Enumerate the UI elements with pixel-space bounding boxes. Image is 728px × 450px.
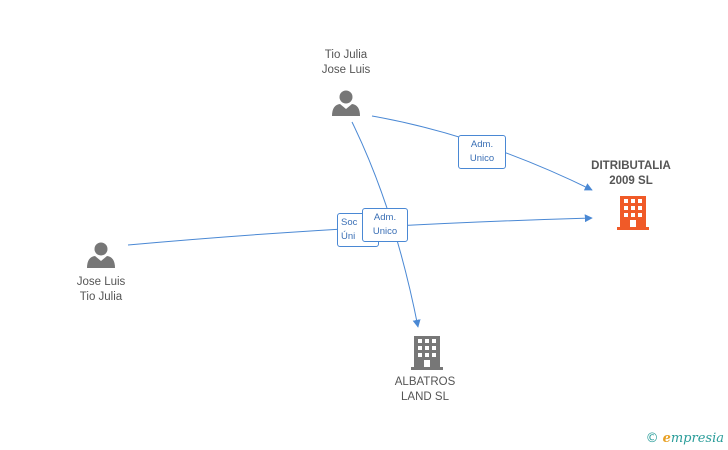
building-icon-main[interactable] xyxy=(617,196,649,230)
edge-left-line2: Unico xyxy=(372,226,398,237)
company-main-line1: DITRIBUTALIA xyxy=(591,160,671,172)
edge-top-line2: Unico xyxy=(469,153,495,164)
empresia-watermark: ©empresia xyxy=(646,431,724,446)
company-label-main[interactable]: DITRIBUTALIA 2009 SL xyxy=(576,159,686,189)
edge-top-line1: Adm. xyxy=(470,139,494,150)
person-icon-top[interactable] xyxy=(332,90,360,117)
brand-initial: e xyxy=(662,431,671,446)
company-label-bottom[interactable]: ALBATROS LAND SL xyxy=(372,375,478,405)
edge-socio-line1: Soc xyxy=(341,217,358,228)
person-left-line2: Tio Julia xyxy=(79,291,123,303)
brand-name: mpresia xyxy=(670,431,724,446)
company-bottom-line1: ALBATROS xyxy=(394,376,456,388)
edge-label-top-to-main[interactable]: Adm. Unico xyxy=(458,135,506,169)
edge-left-line1: Adm. xyxy=(373,212,397,223)
person-left-line1: Jose Luis xyxy=(76,276,126,288)
person-top-line2: Jose Luis xyxy=(321,64,371,76)
company-bottom-line2: LAND SL xyxy=(401,391,449,403)
copyright-symbol: © xyxy=(645,431,659,446)
building-icon-bottom[interactable] xyxy=(411,336,443,370)
person-icon-left[interactable] xyxy=(87,242,115,269)
company-main-line2: 2009 SL xyxy=(609,175,653,187)
person-label-left[interactable]: Jose Luis Tio Julia xyxy=(51,275,151,305)
edge-label-left-to-main[interactable]: Adm. Unico xyxy=(362,208,408,242)
person-label-top[interactable]: Tio Julia Jose Luis xyxy=(296,48,396,78)
person-top-line1: Tio Julia xyxy=(324,49,368,61)
edge-socio-line2: Úni xyxy=(341,231,356,242)
